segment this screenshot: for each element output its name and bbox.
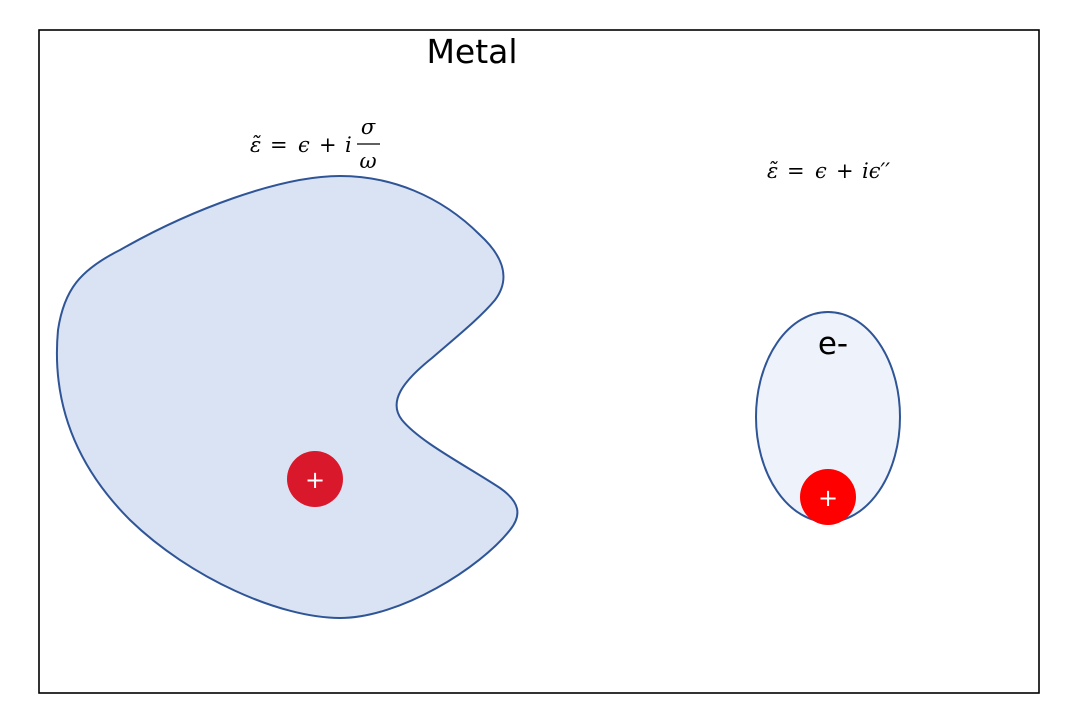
omega-denominator: ω	[359, 149, 376, 173]
plus-sign: +	[319, 133, 337, 157]
ion-right	[800, 469, 856, 525]
ion-right-plus: +	[818, 484, 838, 512]
permittivity-symbol: ε̃	[767, 159, 778, 183]
right-formula: ε̃ = ϵ + iϵ′′	[767, 159, 890, 183]
permittivity-symbol: ε̃	[250, 133, 261, 157]
electron-label: e-	[818, 326, 848, 362]
imaginary-term: iϵ′′	[862, 159, 890, 183]
plus-sign: +	[836, 159, 854, 183]
diagram-title: Metal	[426, 32, 517, 71]
equals-sign: =	[270, 133, 288, 157]
conduction-region	[55, 174, 519, 620]
sigma-numerator: σ	[361, 115, 376, 139]
epsilon-symbol: ϵ	[298, 133, 310, 157]
ion-left-plus: +	[305, 466, 325, 494]
equals-sign: =	[787, 159, 805, 183]
left-formula: ε̃ = ϵ + i σ ω	[250, 115, 380, 173]
epsilon-symbol: ϵ	[815, 159, 827, 183]
imaginary-unit: i	[345, 133, 352, 157]
ion-left	[287, 451, 343, 507]
